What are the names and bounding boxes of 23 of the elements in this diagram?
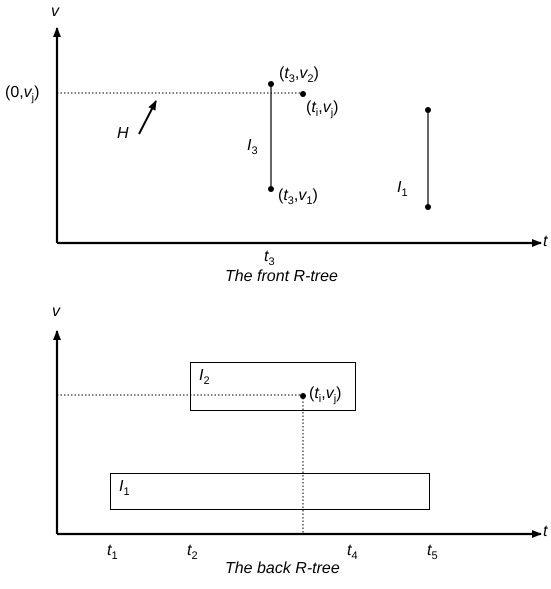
tick-label: t$_{4}$ [347, 542, 358, 564]
point-label: (t$_{3}$,v$_{2}$) [279, 65, 319, 88]
plot-caption: The back R-tree [225, 560, 340, 578]
point-label: (t$_{i}$,v$_{j}$) [309, 385, 342, 408]
interval-box [110, 473, 430, 510]
interval-box [190, 362, 356, 411]
axis-label: v [52, 303, 60, 321]
point-label: (0,v$_{j}$) [5, 84, 40, 106]
tick-label: t$_{5}$ [427, 542, 438, 564]
axis-label: t [543, 523, 548, 541]
interval-label: I$_{3}$ [247, 137, 258, 160]
plot-caption: The front R-tree [225, 268, 338, 286]
point-label: (t$_{i}$,v$_{j}$) [306, 99, 338, 122]
axis-label: t [543, 233, 548, 251]
point-label: (t$_{3}$,v$_{1}$) [278, 187, 318, 210]
interval-label: I$_{2}$ [199, 367, 210, 390]
tick-label: t$_{2}$ [187, 542, 198, 564]
interval-label: I$_{1}$ [397, 179, 408, 202]
tick-label: t$_{1}$ [107, 542, 118, 564]
axis-label: v [51, 3, 59, 21]
tick-label: t$_{3}$ [264, 248, 275, 269]
interval-label: I$_{1}$ [119, 478, 130, 500]
arrow-label: H [117, 125, 129, 143]
